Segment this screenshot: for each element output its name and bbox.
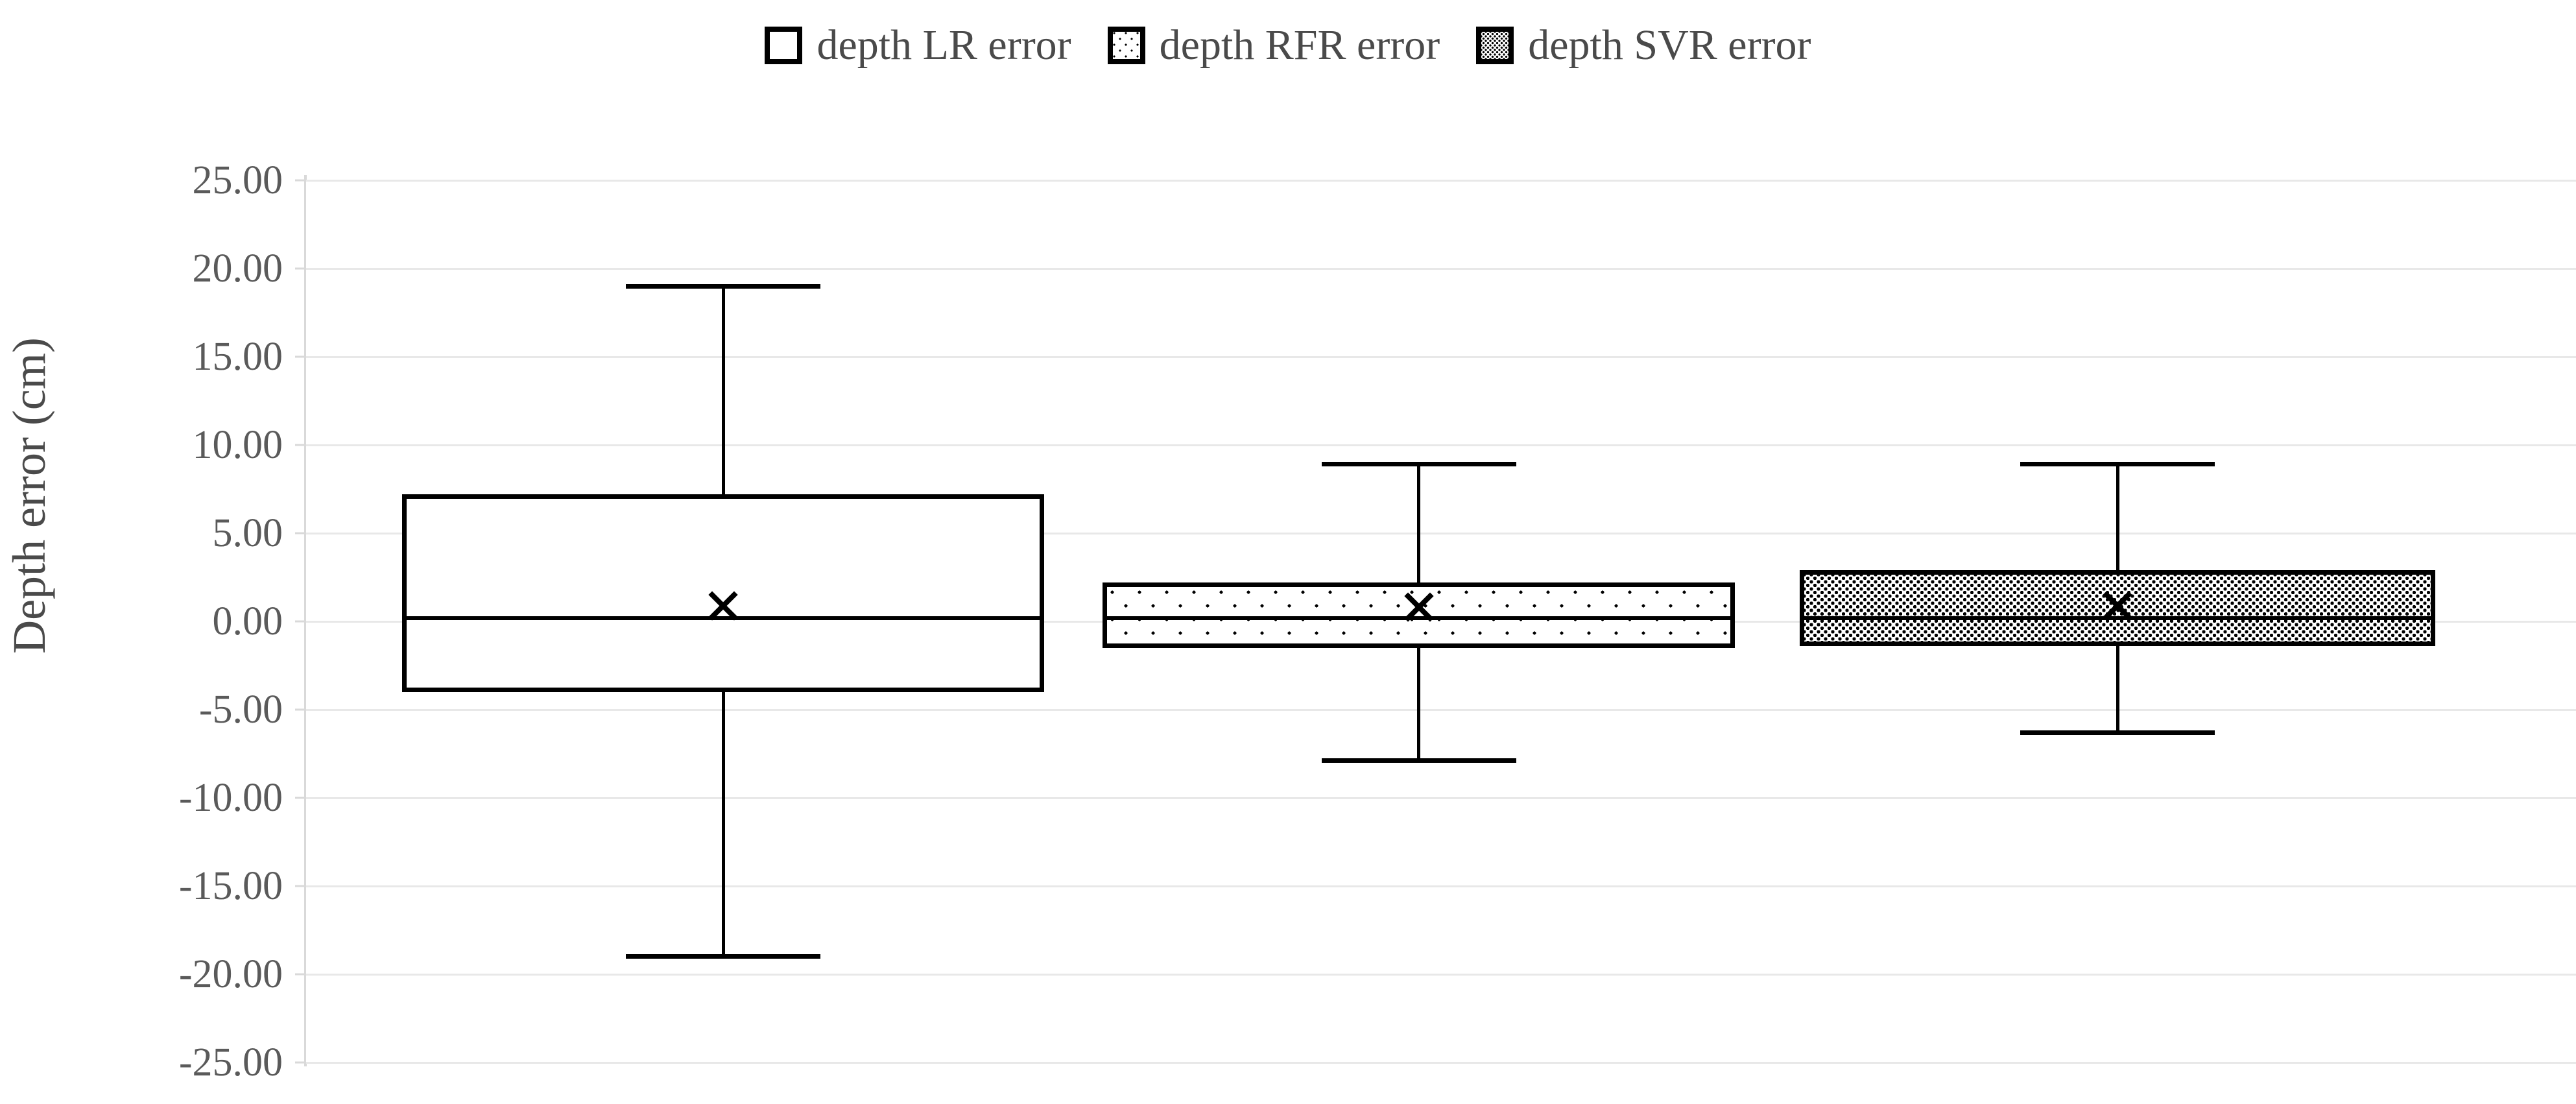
legend-swatch-white-icon — [765, 27, 803, 64]
whisker-line-lower — [2116, 646, 2119, 733]
legend-item-rfr: depth RFR error — [1107, 21, 1440, 69]
whisker-line-upper — [721, 286, 725, 495]
y-tick-mark — [295, 1061, 306, 1064]
y-tick-label: 25.00 — [192, 158, 283, 202]
y-axis-ticks: 25.00 20.00 15.00 10.00 5.00 0.00 -5.00 -10.00 -… — [0, 0, 306, 1104]
whisker-cap-lower — [626, 954, 820, 959]
legend-item-svr: depth SVR error — [1476, 24, 1811, 67]
box-plot-lr[interactable] — [402, 180, 1044, 1062]
legend-label-rfr: depth RFR error — [1159, 21, 1440, 69]
whisker-cap-upper — [626, 283, 820, 289]
box-plot-svr[interactable] — [1800, 180, 2435, 1062]
y-tick-label: 0.00 — [212, 599, 283, 643]
mean-marker-x-icon — [705, 588, 741, 624]
legend-swatch-sparse-dots-icon — [1107, 27, 1145, 64]
whisker-cap-lower — [2020, 730, 2215, 735]
plot-area — [306, 179, 2576, 1064]
y-tick-label: -10.00 — [178, 776, 283, 820]
gridline-5 — [306, 532, 2576, 534]
y-axis-line — [304, 175, 307, 1066]
y-tick-mark — [295, 797, 306, 799]
y-tick-mark — [295, 444, 306, 446]
gridline-neg20 — [306, 973, 2576, 976]
gridline-20 — [306, 267, 2576, 270]
gridline-25 — [306, 179, 2576, 182]
y-tick-label: 10.00 — [192, 423, 283, 467]
legend-swatch-dense-dots-icon — [1476, 27, 1514, 64]
mean-marker-x-icon — [1401, 589, 1437, 625]
box-plot-rfr[interactable] — [1103, 180, 1735, 1062]
legend-label-lr: depth LR error — [817, 21, 1071, 69]
gridline-neg10 — [306, 797, 2576, 799]
legend-item-lr: depth LR error — [765, 24, 1071, 67]
chart-legend: depth LR error depth RFR error depth SVR… — [0, 0, 2576, 91]
y-tick-mark — [295, 267, 306, 270]
whisker-line-upper — [2116, 464, 2119, 571]
gridline-neg15 — [306, 885, 2576, 887]
y-tick-mark — [295, 179, 306, 182]
whisker-cap-upper — [2020, 462, 2215, 467]
whisker-line-lower — [721, 691, 725, 957]
y-tick-mark — [295, 973, 306, 976]
gridline-neg5 — [306, 708, 2576, 711]
y-tick-label: 15.00 — [192, 335, 283, 379]
whisker-cap-lower — [1321, 758, 1516, 763]
y-tick-mark — [295, 620, 306, 623]
y-tick-mark — [295, 885, 306, 887]
whisker-cap-upper — [1321, 462, 1516, 467]
y-tick-label: 5.00 — [212, 511, 283, 555]
whisker-line-upper — [1417, 464, 1420, 583]
whisker-line-lower — [1417, 647, 1420, 761]
gridline-15 — [306, 355, 2576, 358]
y-tick-mark — [295, 355, 306, 358]
gridline-10 — [306, 444, 2576, 446]
y-tick-label: -25.00 — [178, 1040, 283, 1085]
mean-marker-x-icon — [2099, 588, 2136, 624]
y-tick-label: -15.00 — [178, 864, 283, 908]
y-tick-mark — [295, 708, 306, 711]
box-rect — [1103, 582, 1735, 648]
gridline-neg25 — [306, 1061, 2576, 1064]
y-tick-label: -20.00 — [178, 952, 283, 996]
y-tick-mark — [295, 532, 306, 534]
legend-label-svr: depth SVR error — [1528, 21, 1811, 69]
y-tick-label: 20.00 — [192, 246, 283, 291]
y-tick-label: -5.00 — [198, 688, 283, 732]
